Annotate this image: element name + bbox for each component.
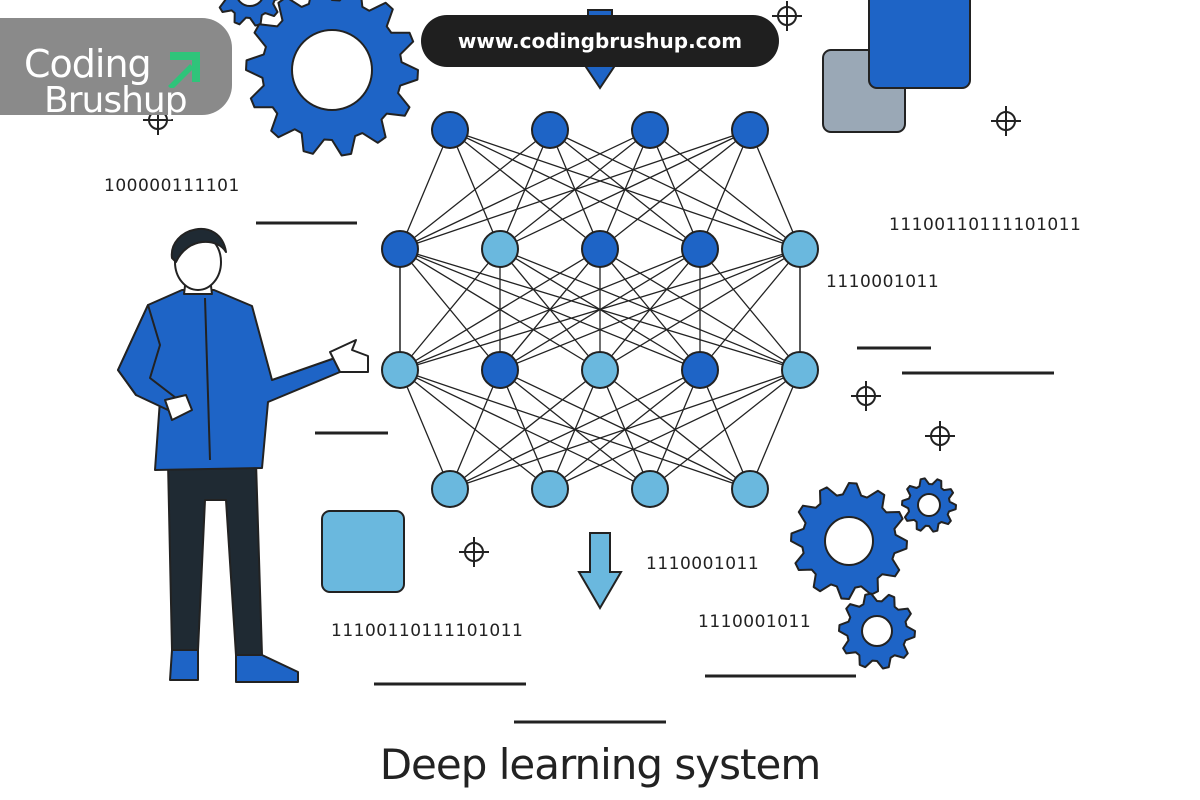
binary-label: 100000111101 [104, 176, 240, 196]
blue-square [868, 0, 971, 89]
network-edge [749, 129, 801, 250]
gear-icon [790, 482, 908, 600]
crosshair-icon [459, 537, 489, 567]
network-edge [599, 248, 801, 371]
network-edge [449, 369, 701, 490]
network-node [681, 230, 719, 268]
network-node [531, 470, 569, 508]
binary-label: 11100110111101011 [331, 621, 524, 641]
network-edge [549, 369, 801, 490]
network-edge [399, 129, 651, 250]
crosshair-icon [851, 381, 881, 411]
network-edge [599, 129, 751, 250]
gear-icon [245, 0, 419, 157]
network-node [481, 351, 519, 389]
network-node [481, 230, 519, 268]
network-edge [399, 248, 601, 371]
network-edge [399, 129, 551, 250]
network-edge [399, 369, 451, 490]
light-blue-square [321, 510, 405, 593]
gear-icon [218, 0, 279, 27]
network-node [631, 111, 669, 149]
network-node [781, 351, 819, 389]
network-node [681, 351, 719, 389]
arrow-down-icon [577, 532, 623, 610]
network-nodes [381, 111, 819, 508]
binary-label: 1110001011 [826, 272, 940, 292]
network-node [431, 111, 469, 149]
network-connections [399, 129, 801, 490]
network-edge [499, 248, 801, 371]
network-node [581, 230, 619, 268]
network-edge [449, 369, 501, 490]
network-edge [699, 129, 751, 250]
decor-lines [256, 221, 1054, 724]
network-edge [699, 248, 801, 371]
network-node [381, 351, 419, 389]
brand-line-2: Brushup [44, 80, 188, 121]
network-node [431, 470, 469, 508]
network-edge [399, 248, 801, 371]
network-edge [499, 129, 751, 250]
binary-label: 1110001011 [646, 554, 760, 574]
network-node [731, 111, 769, 149]
brush-mark-icon [168, 52, 200, 88]
network-edge [399, 129, 751, 250]
network-edge [399, 248, 501, 371]
website-url: www.codingbrushup.com [421, 15, 779, 67]
network-node [381, 230, 419, 268]
brand-logo: Coding Brushup [0, 18, 232, 121]
network-edge [399, 129, 451, 250]
network-edge [449, 369, 601, 490]
crosshair-icon [925, 421, 955, 451]
network-node [781, 230, 819, 268]
diagram-caption: Deep learning system [379, 740, 822, 789]
network-node [581, 351, 619, 389]
network-edge [649, 369, 801, 490]
crosshair-icon [772, 1, 802, 31]
network-node [531, 111, 569, 149]
network-edge [399, 248, 701, 371]
gear-icon [838, 592, 916, 670]
network-edge [449, 369, 801, 490]
person-figure [117, 227, 369, 683]
network-node [631, 470, 669, 508]
crosshair-icon [991, 106, 1021, 136]
binary-label: 1110001011 [698, 612, 812, 632]
binary-label: 11100110111101011 [889, 215, 1082, 235]
network-node [731, 470, 769, 508]
network-edge [749, 369, 801, 490]
brand-line-1: Coding [24, 42, 152, 86]
gear-icon [901, 477, 957, 533]
